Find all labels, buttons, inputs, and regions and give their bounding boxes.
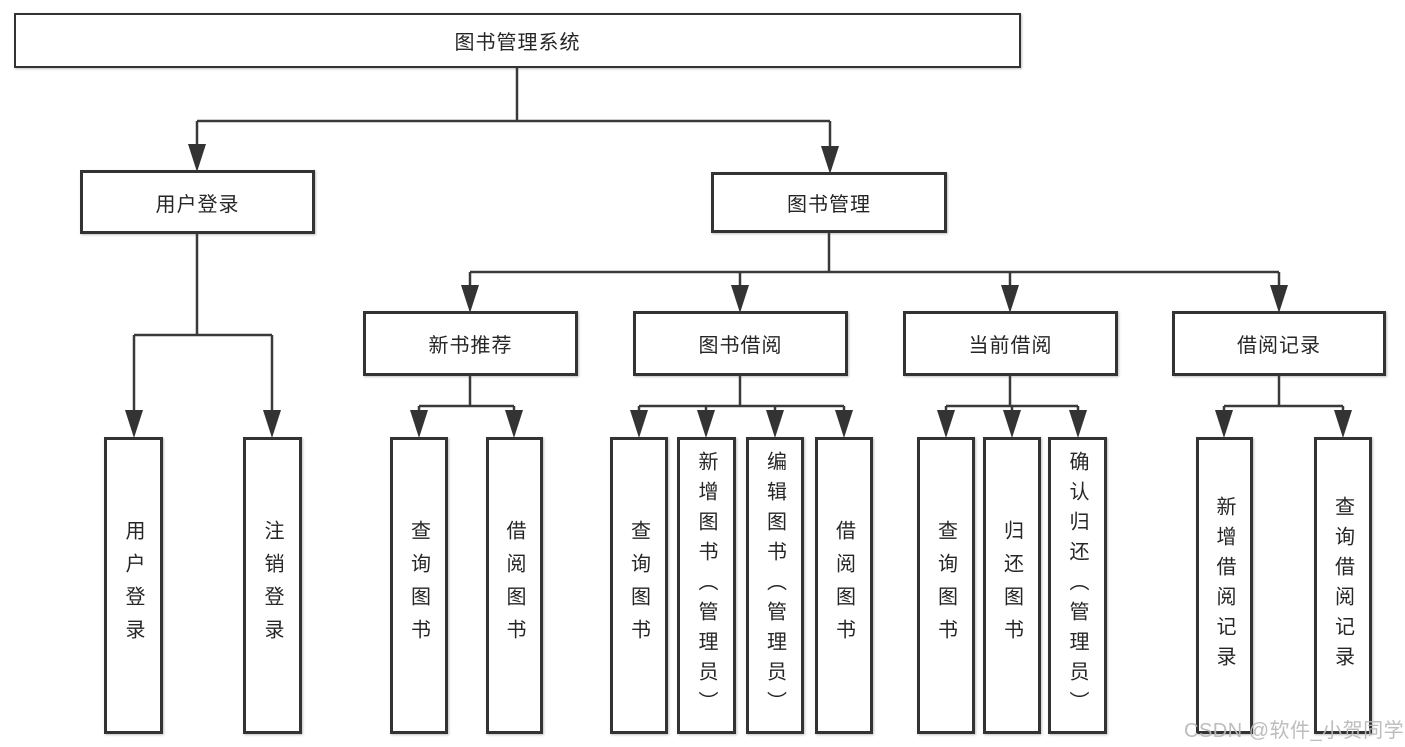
node-current-borrowing-label: 当前借阅 [968,335,1053,357]
leaf-recommend-borrow-books-label: 借阅图书 [503,519,525,652]
leaf-recommend-query-books-label: 查询图书 [407,519,430,652]
leaf-current-return-books-label: 归还图书 [1000,519,1023,652]
leaf-borrowing-query-books-label: 查询图书 [627,519,650,652]
leaf-logout-label: 注销登录 [261,519,283,652]
leaf-borrowing-add-books-admin: 新增图书（管理员） [677,437,736,734]
node-borrow-records-label: 借阅记录 [1237,335,1321,357]
leaf-borrowing-edit-books-admin: 编辑图书（管理员） [746,437,804,734]
leaf-borrowing-borrow-books: 借阅图书 [815,437,873,734]
leaf-borrowing-add-books-admin-label: 新增图书（管理员） [695,450,717,721]
node-new-book-recommend: 新书推荐 [363,311,578,376]
node-user-login-label: 用户登录 [155,193,240,216]
leaf-recommend-query-books: 查询图书 [390,437,448,734]
leaf-user-login: 用户登录 [104,437,163,734]
node-root-label: 图书管理系统 [454,32,581,54]
leaf-current-query-books: 查询图书 [917,437,975,734]
node-root-system: 图书管理系统 [14,13,1021,68]
leaf-borrowing-edit-books-admin-label: 编辑图书（管理员） [763,450,786,721]
node-book-borrowing: 图书借阅 [633,311,848,376]
leaf-records-add-record: 新增借阅记录 [1196,437,1253,734]
leaf-current-query-books-label: 查询图书 [934,519,957,652]
node-new-book-recommend-label: 新书推荐 [428,335,513,357]
node-book-borrowing-label: 图书借阅 [698,335,783,357]
leaf-records-query-record: 查询借阅记录 [1314,437,1372,734]
leaf-current-confirm-return-admin: 确认归还（管理员） [1048,437,1107,734]
node-current-borrowing: 当前借阅 [903,311,1118,376]
node-book-management: 图书管理 [711,172,947,233]
node-user-login: 用户登录 [80,170,315,234]
leaf-recommend-borrow-books: 借阅图书 [486,437,543,734]
leaf-user-login-label: 用户登录 [122,519,144,652]
leaf-borrowing-borrow-books-label: 借阅图书 [832,519,855,652]
leaf-logout: 注销登录 [243,437,302,734]
node-borrow-records: 借阅记录 [1172,311,1386,376]
leaf-borrowing-query-books: 查询图书 [610,437,668,734]
leaf-records-query-record-label: 查询借阅记录 [1331,495,1354,676]
leaf-current-return-books: 归还图书 [983,437,1041,734]
leaf-current-confirm-return-admin-label: 确认归还（管理员） [1066,450,1088,721]
csdn-watermark: CSDN @软件_小贺同学 [1184,720,1405,742]
leaf-records-add-record-label: 新增借阅记录 [1213,495,1235,676]
node-book-management-label: 图书管理 [787,194,871,216]
